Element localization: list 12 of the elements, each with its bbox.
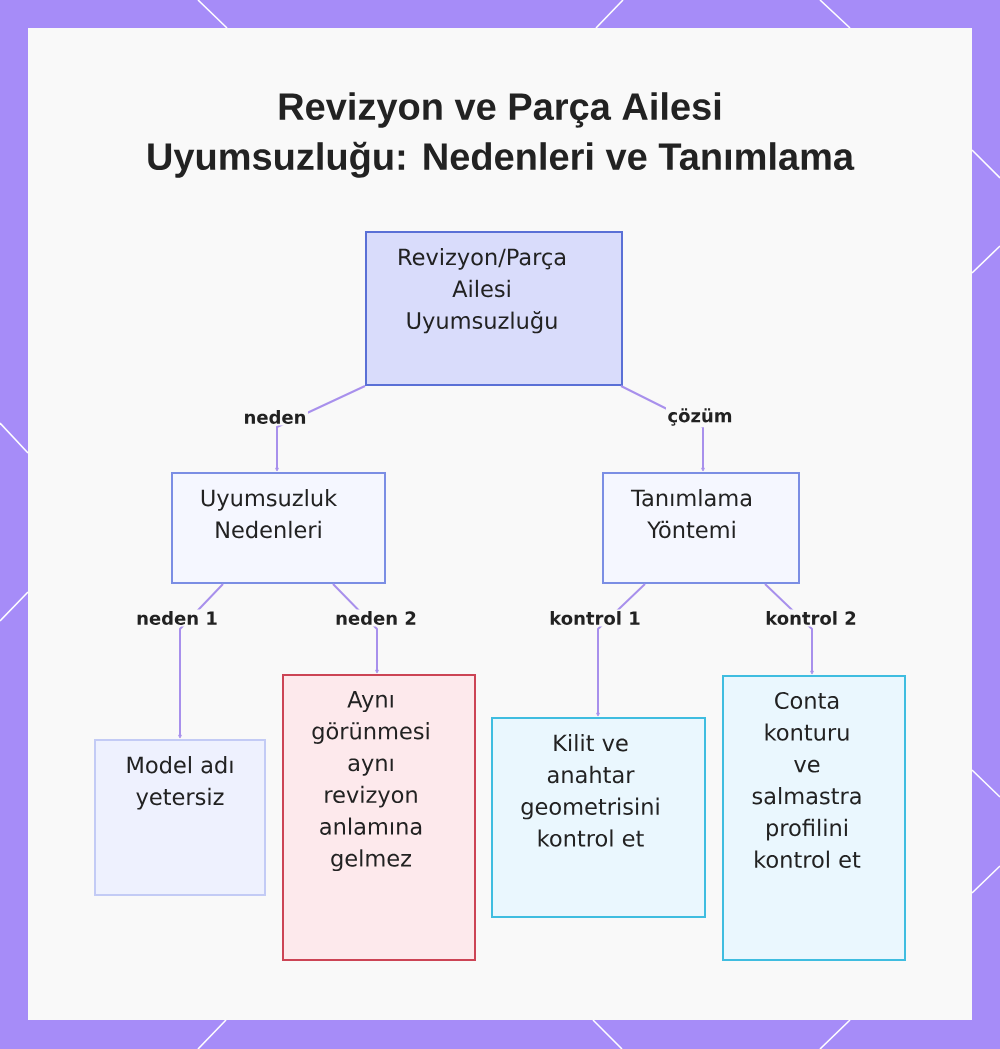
root-box: Revizyon/Parça Ailesi Uyumsuzluğu [365, 231, 623, 386]
arrow [332, 583, 379, 674]
branch-box: Uyumsuzluk Nedenleri [171, 472, 386, 584]
branch-box: Tanımlama Yöntemi [602, 472, 800, 584]
leaf-box: Conta konturu ve salmastra profilini kontrol et [722, 675, 906, 961]
leaf-box: Aynı görünmesi aynı revizyon anlamına gelmez [282, 674, 476, 961]
arrow [596, 583, 646, 717]
arrow [764, 583, 814, 675]
arrow [178, 583, 224, 739]
title: Revizyon ve Parça Ailesi Uyumsuzluğu: Nedenleri ve Tanımlama [148, 92, 855, 178]
leaf-box: Kilit ve anahtar geometrisini kontrol et [491, 717, 706, 918]
leaf-box: Model adı yetersiz [94, 739, 266, 896]
